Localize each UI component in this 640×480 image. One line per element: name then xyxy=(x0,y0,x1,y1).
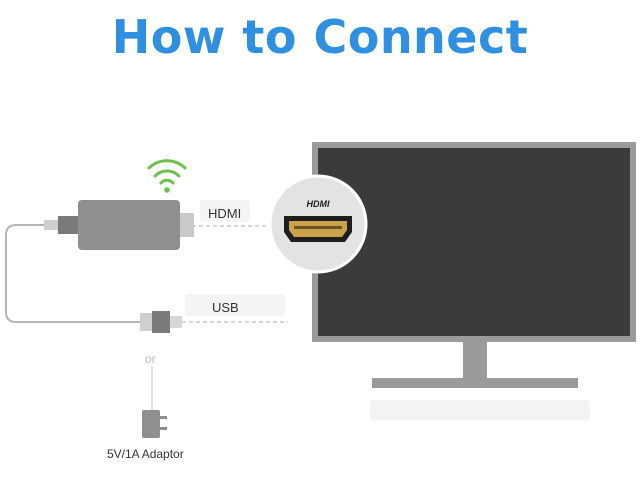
adaptor-label: 5V/1A Adaptor xyxy=(107,447,184,461)
tv-stand-neck xyxy=(463,342,487,380)
usb-plug xyxy=(140,311,182,333)
page-title: How to Connect xyxy=(111,10,529,64)
hdmi-logo: HDMI xyxy=(307,199,330,209)
tv-stand-base xyxy=(372,378,578,388)
tv xyxy=(312,142,636,420)
or-label: or xyxy=(145,352,156,366)
hdmi-label-bg xyxy=(200,200,250,222)
hdmi-label: HDMI xyxy=(208,206,242,221)
hdmi-port-zoom: HDMI xyxy=(268,174,368,274)
usb-cable xyxy=(5,224,140,323)
tv-reflection xyxy=(370,400,590,420)
tv-screen xyxy=(318,148,630,336)
usb-label-bg xyxy=(185,294,285,316)
hdmi-port-icon xyxy=(284,216,352,242)
wifi-icon xyxy=(147,159,187,193)
power-plug-icon xyxy=(142,410,167,438)
usb-label: USB xyxy=(212,300,239,315)
streaming-dongle xyxy=(44,200,194,250)
